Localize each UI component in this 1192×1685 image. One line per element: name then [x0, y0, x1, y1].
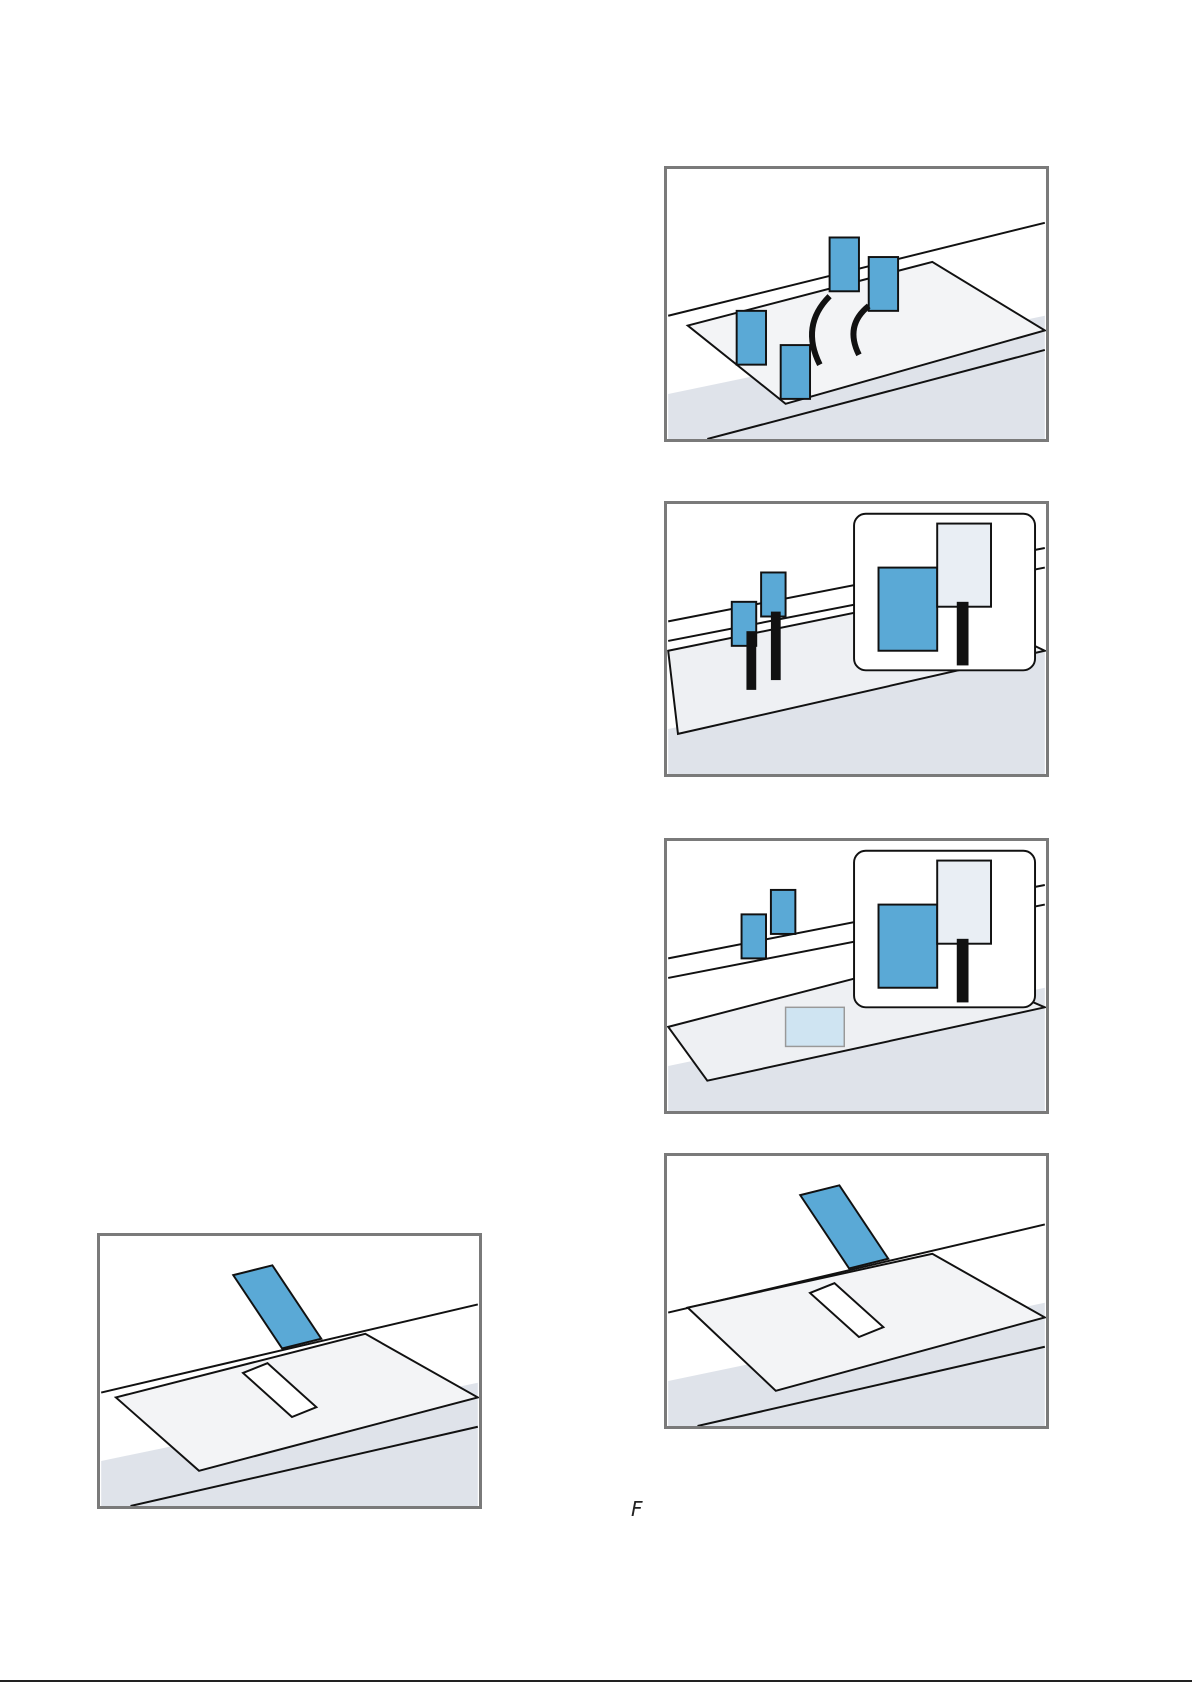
filter-rotate-illustration-icon	[667, 169, 1046, 439]
filter-module-above-cooktop-icon	[100, 1236, 479, 1506]
figure-filter-insert	[664, 501, 1049, 777]
figure-filter-slide	[664, 838, 1049, 1114]
filter-insert-detail-illustration-icon	[667, 504, 1046, 774]
filter-slide-detail-illustration-icon	[667, 841, 1046, 1111]
page-mark: F	[631, 1497, 643, 1521]
filter-module-above-cooktop-icon	[667, 1156, 1046, 1426]
footer-rule	[0, 1680, 1192, 1682]
figure-filter-module-right	[664, 1153, 1049, 1429]
figure-filter-module-left	[97, 1233, 482, 1509]
figure-filter-rotate	[664, 166, 1049, 442]
